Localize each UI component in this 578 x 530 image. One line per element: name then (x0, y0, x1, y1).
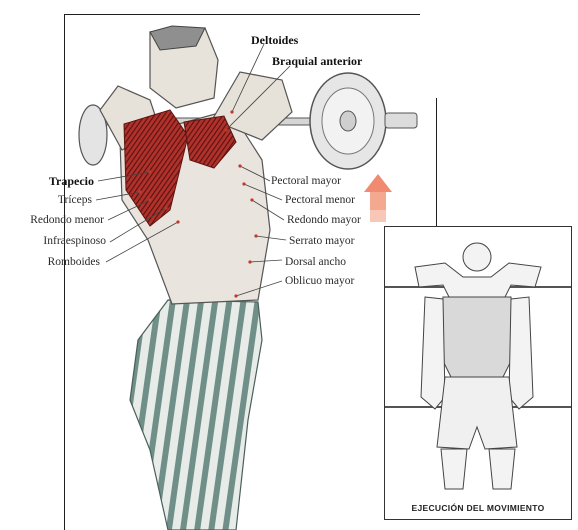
label-serrato-mayor: Serrato mayor (289, 235, 355, 247)
muscle-dots (138, 110, 258, 298)
frame-left-line (64, 14, 65, 530)
right-arm (211, 71, 293, 141)
label-redondo-mayor: Redondo mayor (287, 214, 361, 226)
frame-right-line (436, 98, 437, 226)
label-braquial-anterior: Braquial anterior (272, 54, 363, 68)
deltoid-muscle (183, 115, 237, 169)
label-trapecio: Trapecio (48, 174, 94, 188)
label-pectoral-menor: Pectoral menor (285, 194, 355, 206)
label-redondo-menor: Redondo menor (30, 214, 104, 226)
label-triceps: Tríceps (57, 194, 92, 206)
frame-top-line (64, 14, 420, 15)
inset-panel: EJECUCIÓN DEL MOVIMIENTO (384, 226, 572, 520)
label-oblicuo-mayor: Oblicuo mayor (285, 275, 355, 287)
label-infraespinoso: Infraespinoso (43, 235, 106, 247)
trapezius-muscle (123, 109, 189, 227)
leader-lines (95, 43, 291, 297)
label-deltoides: Deltoides (251, 33, 299, 47)
label-pectoral-mayor: Pectoral mayor (271, 175, 341, 187)
inset-caption: EJECUCIÓN DEL MOVIMIENTO (411, 503, 545, 513)
label-romboides: Romboides (47, 256, 100, 268)
inset-illustration (385, 242, 571, 490)
upward-arrow-icon (364, 174, 392, 222)
trousers (129, 299, 263, 530)
label-dorsal-ancho: Dorsal ancho (285, 256, 346, 268)
